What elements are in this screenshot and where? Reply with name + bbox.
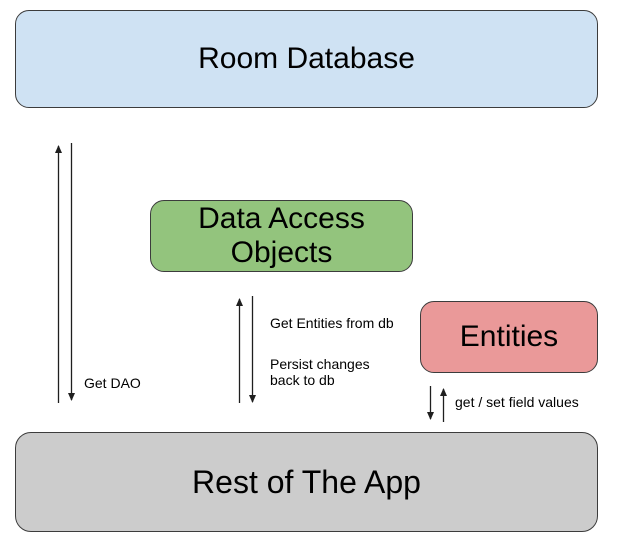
entities-rest-arrows xyxy=(427,386,447,422)
room-database-node: Room Database xyxy=(15,10,598,108)
get-dao-edge-label: Get DAO xyxy=(84,375,141,391)
rest-of-app-node: Rest of The App xyxy=(15,432,598,532)
data-access-objects-node: Data Access Objects xyxy=(150,200,413,272)
entities-label: Entities xyxy=(459,320,559,353)
persist-changes-edge-label: Persist changes back to db xyxy=(270,356,370,388)
get-dao-arrows xyxy=(55,143,75,403)
dao-rest-arrows xyxy=(236,296,256,403)
get-set-field-values-edge-label: get / set field values xyxy=(455,394,579,410)
get-entities-edge-label: Get Entities from db xyxy=(270,315,394,331)
entities-node: Entities xyxy=(420,301,598,373)
rest-of-app-label: Rest of The App xyxy=(192,463,421,500)
room-database-label: Room Database xyxy=(198,42,415,75)
data-access-objects-label: Data Access Objects xyxy=(198,202,365,269)
